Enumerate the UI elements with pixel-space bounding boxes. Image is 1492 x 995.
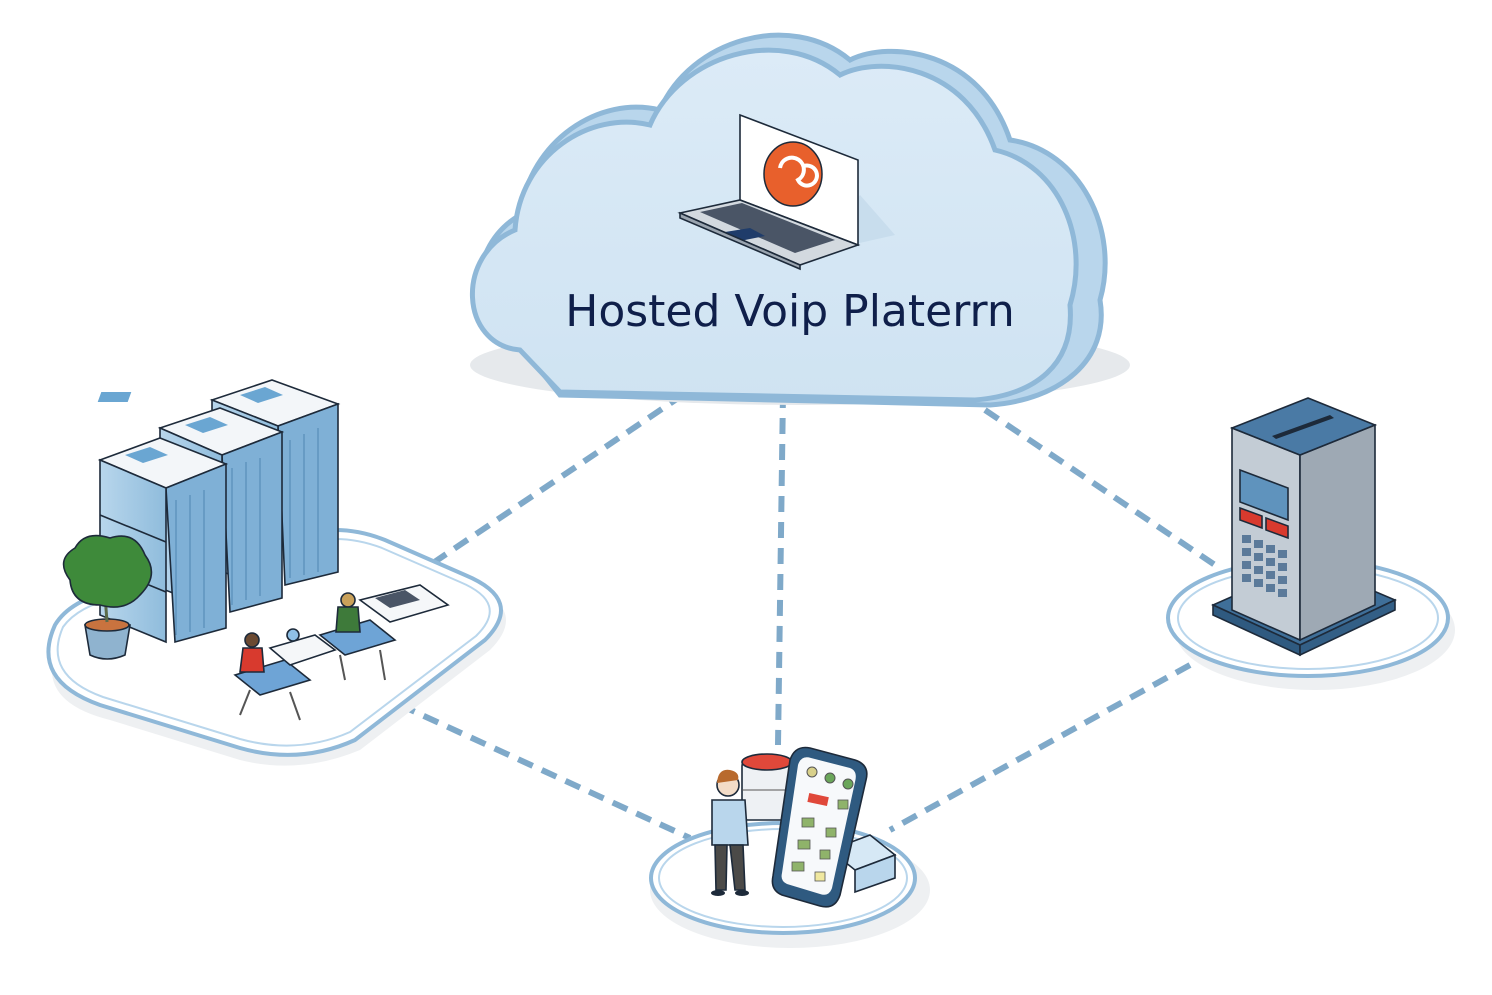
- person-icon: [711, 769, 749, 896]
- link-office-mobile: [398, 702, 692, 841]
- keyboard: [700, 203, 835, 253]
- laptop-with-logo-icon: [677, 113, 895, 271]
- link-cloud-pbx: [983, 407, 1217, 568]
- server-canister-icon: [741, 753, 793, 821]
- pbx-node: [1166, 397, 1455, 690]
- office-node: [46, 379, 507, 766]
- cloud-label: Hosted Voip Platerrn: [565, 286, 1014, 337]
- mobile-node: [649, 746, 930, 948]
- logo-icon: [763, 141, 823, 207]
- office-workers-icon: [233, 584, 450, 721]
- pbx-terminal-icon: [1211, 397, 1397, 657]
- cloud-node: Hosted Voip Platerrn: [469, 32, 1130, 408]
- plant-icon: [62, 534, 153, 660]
- link-pbx-mobile: [888, 662, 1192, 833]
- connections: [398, 377, 1217, 841]
- smartphone-icon: [771, 746, 868, 908]
- link-cloud-office: [428, 377, 707, 568]
- link-cloud-mobile: [775, 391, 786, 746]
